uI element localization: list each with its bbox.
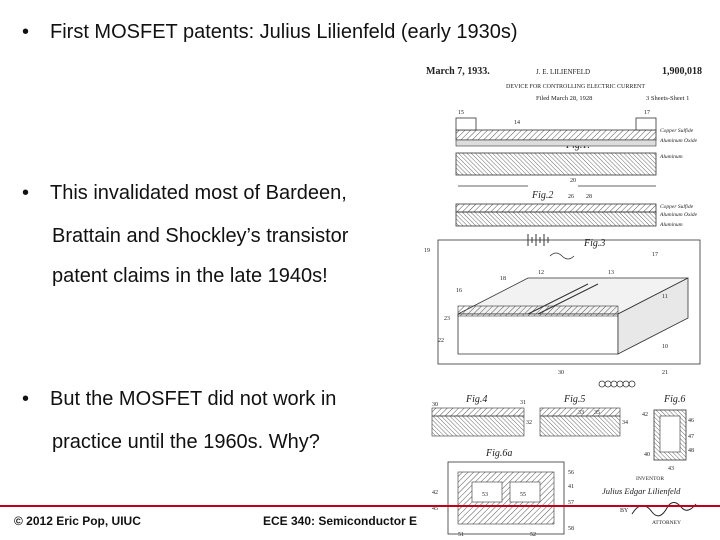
ref: 28 — [586, 194, 592, 200]
ref: 41 — [568, 484, 574, 490]
label-aluminum-oxide-1: Aluminum Oxide — [659, 138, 698, 144]
fig4-substrate — [431, 415, 525, 437]
footer-course: ECE 340: Semiconductor E — [263, 514, 418, 528]
ref: 15 — [458, 110, 464, 116]
ref: 32 — [526, 420, 532, 426]
bullet-1-text: First MOSFET patents: Julius Lilienfeld … — [50, 21, 518, 43]
ref: 52 — [530, 532, 536, 538]
bullet-2-continuation-1: Brattain and Shockley’s transistor — [52, 225, 349, 247]
ref: 43 — [668, 466, 674, 472]
ref: 34 — [622, 420, 628, 426]
inventor-by: BY — [620, 508, 629, 514]
patent-inventor-header: J. E. LILIENFELD — [536, 68, 590, 76]
ref: 40 — [644, 452, 650, 458]
ref: 18 — [500, 276, 506, 282]
ref: 42 — [432, 490, 438, 496]
ref: 48 — [688, 448, 694, 454]
fig3-circuit-outline — [437, 239, 701, 365]
ref: 19 — [424, 248, 430, 254]
fig1-left-contact — [455, 117, 477, 131]
ref: 35 — [594, 410, 600, 416]
fig5-coil — [598, 380, 636, 388]
ref: 17 — [644, 110, 650, 116]
patent-drawing: March 7, 1933. J. E. LILIENFELD 1,900,01… — [418, 58, 720, 540]
ref: 21 — [662, 370, 668, 376]
fig2-substrate — [455, 211, 657, 227]
ref: 20 — [570, 178, 576, 184]
patent-number: 1,900,018 — [662, 66, 702, 77]
fig3-battery — [527, 234, 549, 246]
ref: 51 — [458, 532, 464, 538]
bullet-marker: • — [22, 182, 30, 204]
ref: 26 — [568, 194, 574, 200]
bullet-2-continuation-2: patent claims in the late 1940s! — [52, 265, 328, 287]
fig6-label: Fig.6 — [663, 394, 685, 405]
ref: 33 — [578, 410, 584, 416]
patent-date: March 7, 1933. — [426, 66, 490, 77]
ref: 13 — [608, 270, 614, 276]
label-copper-sulfide-2: Copper Sulfide — [660, 203, 694, 210]
ref: 56 — [568, 470, 574, 476]
fig6a-label: Fig.6a — [485, 448, 512, 459]
fig2-label: Fig.2 — [531, 190, 553, 201]
ref: 23 — [444, 316, 450, 322]
label-copper-sulfide-1: Copper Sulfide — [660, 127, 694, 134]
fig1-substrate — [455, 152, 657, 176]
inventor-label: INVENTOR — [636, 476, 664, 482]
ref: 30 — [558, 370, 564, 376]
attorney-label: ATTORNEY — [652, 520, 681, 526]
ref: 47 — [688, 434, 694, 440]
fig1-right-contact — [635, 117, 657, 131]
ref: 12 — [538, 270, 544, 276]
ref: 10 — [662, 344, 668, 350]
bullet-3-text: But the MOSFET did not work in — [50, 388, 337, 410]
bullet-2-text: This invalidated most of Bardeen, — [50, 182, 347, 204]
inventor-name: Julius Edgar Lilienfeld — [602, 486, 681, 496]
label-aluminum-oxide-2: Aluminum Oxide — [659, 212, 698, 218]
fig5-label: Fig.5 — [563, 394, 585, 405]
fig4-label: Fig.4 — [465, 394, 487, 405]
fig3-label: Fig.3 — [583, 238, 605, 249]
ref: 46 — [688, 418, 694, 424]
ref: 30 — [432, 402, 438, 408]
label-aluminum-2: Aluminum — [659, 222, 683, 228]
patent-title: DEVICE FOR CONTROLLING ELECTRIC CURRENT — [506, 84, 645, 90]
fig3-block-side — [617, 277, 689, 355]
ref: 31 — [520, 400, 526, 406]
fig1-oxide-layer — [455, 139, 657, 147]
bullet-marker: • — [22, 388, 30, 410]
patent-filed: Filed March 28, 1928 — [536, 95, 592, 102]
ref: 55 — [520, 492, 526, 498]
patent-figure: March 7, 1933. J. E. LILIENFELD 1,900,01… — [424, 66, 702, 538]
ref: 17 — [652, 252, 658, 258]
fig2-top-layer — [455, 203, 657, 213]
label-aluminum-1: Aluminum — [659, 154, 683, 160]
ref: 16 — [456, 288, 462, 294]
bullet-3-continuation-1: practice until the 1960s. Why? — [52, 431, 320, 453]
fig6a-outline — [447, 461, 565, 535]
ref: 14 — [514, 120, 520, 126]
patent-sheets: 3 Sheets-Sheet 1 — [646, 95, 689, 102]
ref: 11 — [662, 294, 668, 300]
ref: 45 — [432, 506, 438, 512]
fig5-substrate — [539, 415, 621, 437]
footer-divider — [0, 505, 720, 507]
ref: 58 — [568, 526, 574, 532]
fig3-layer — [457, 305, 619, 317]
ref: 42 — [642, 412, 648, 418]
ref: 53 — [482, 492, 488, 498]
ref: 57 — [568, 500, 574, 506]
ref: 22 — [438, 338, 444, 344]
bullet-marker: • — [22, 21, 30, 43]
fig1-gate-layer — [455, 129, 657, 141]
fig3-block-front — [457, 313, 619, 355]
footer-copyright: © 2012 Eric Pop, UIUC — [14, 514, 141, 528]
